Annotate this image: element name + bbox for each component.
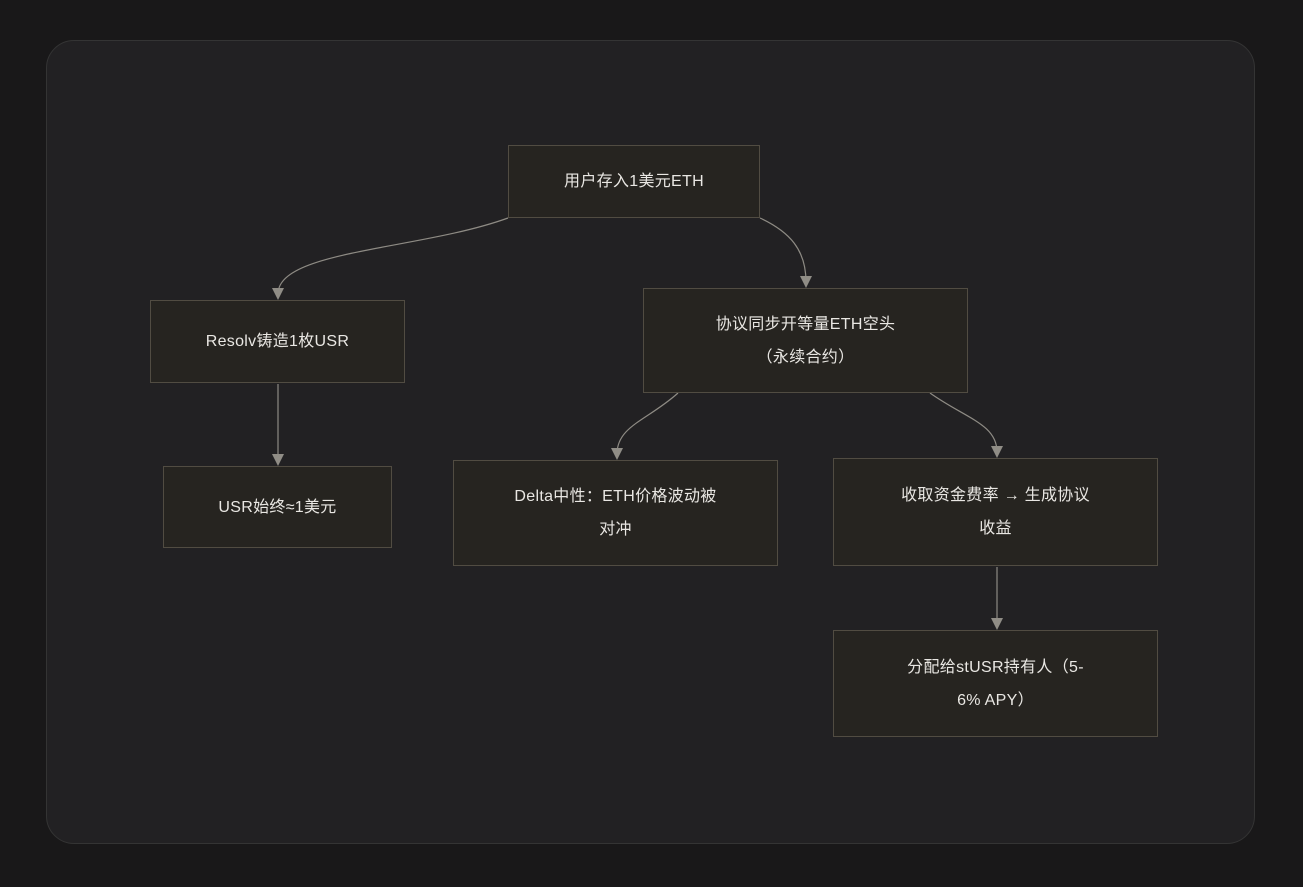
node-text: USR始终≈1美元: [218, 498, 337, 516]
node-resolv-mint: Resolv铸造1枚USR: [150, 300, 405, 383]
node-text: Resolv铸造1枚USR: [205, 333, 350, 350]
node-protocol-short: 协议同步开等量ETH空头 （永续合约）: [643, 288, 968, 393]
node-text-line-1: Delta中性：ETH价格波动被: [514, 488, 717, 505]
node-text-line-1: 分配给stUSR持有人（5-: [907, 658, 1084, 676]
node-text: 用户存入1美元ETH: [564, 173, 704, 190]
node-delta-neutral: Delta中性：ETH价格波动被 对冲: [453, 460, 778, 566]
node-text-line-2: （永续合约）: [756, 348, 855, 366]
node-user-deposit: 用户存入1美元ETH: [508, 145, 760, 218]
node-text-line-2: 收益: [979, 520, 1012, 537]
node-usr-peg: USR始终≈1美元: [163, 466, 392, 548]
node-text-line-1: 收取资金费率 → 生成协议: [901, 487, 1090, 504]
node-text-line-2: 对冲: [599, 521, 632, 538]
node-stusr-distribution: 分配给stUSR持有人（5- 6% APY）: [833, 630, 1158, 737]
node-text-line-2: 6% APY）: [957, 691, 1034, 709]
node-funding-rate: 收取资金费率 → 生成协议 收益: [833, 458, 1158, 566]
node-text-line-1: 协议同步开等量ETH空头: [715, 315, 896, 333]
